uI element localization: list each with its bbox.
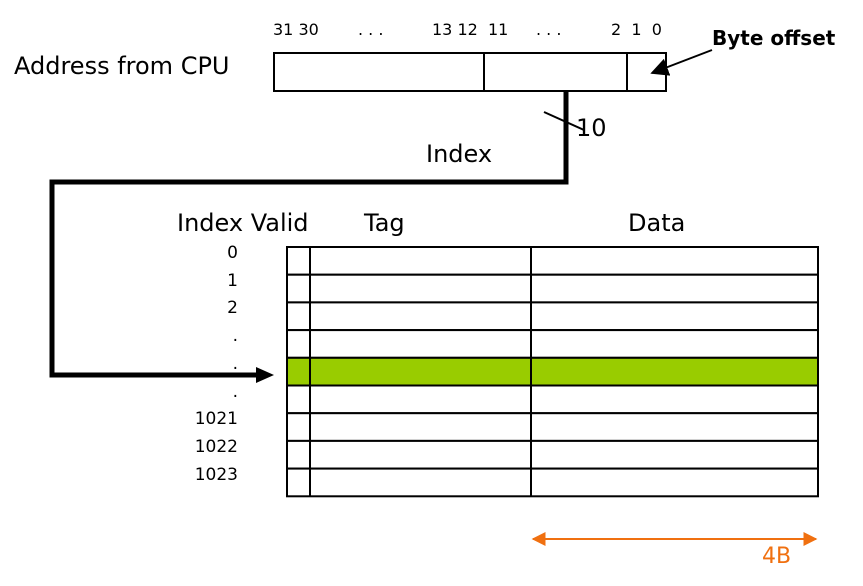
bit-label-31-30: 31 30: [273, 20, 319, 39]
header-index-valid: Index Valid: [177, 209, 309, 237]
index-label: Index: [426, 140, 493, 168]
header-data: Data: [628, 209, 686, 237]
row-index-label: 2: [227, 298, 238, 319]
address-from-cpu-label: Address from CPU: [14, 52, 230, 80]
cache-row: [286, 467, 819, 498]
bit-label-13-12: 13 12: [432, 20, 478, 39]
row-index-label: 1023: [194, 464, 238, 485]
cache-row: [286, 273, 819, 304]
byte-offset-label: Byte offset: [712, 26, 836, 50]
bit-dots-right: . . .: [536, 20, 562, 39]
bit-dots-left: . . .: [358, 20, 384, 39]
cache-row: [286, 246, 819, 276]
cache-table: [286, 246, 819, 498]
row-index-label: .: [232, 381, 238, 402]
bus-width-slash: [543, 111, 585, 131]
cache-row: [286, 412, 819, 442]
byte-offset-arrow: [650, 49, 713, 76]
index-arrowhead: [256, 367, 274, 383]
cache-row: [286, 439, 819, 470]
cache-row-highlighted: [286, 356, 819, 387]
cache-row: [286, 384, 819, 415]
row-index-label: 1: [227, 270, 238, 291]
index-path: [49, 92, 569, 378]
block-size-label: 4B: [762, 544, 792, 569]
header-tag: Tag: [364, 209, 405, 237]
address-register: [273, 52, 667, 92]
row-index-label: .: [232, 326, 238, 347]
row-index-label: .: [232, 353, 238, 374]
bit-label-2-1-0: 2 1 0: [611, 20, 662, 39]
cache-row: [286, 301, 819, 332]
bit-label-11: 11: [488, 20, 509, 39]
row-index-label: 1021: [194, 409, 238, 430]
row-index-label: 0: [227, 243, 238, 263]
cache-row: [286, 329, 819, 359]
row-index-label: 1022: [194, 436, 238, 457]
